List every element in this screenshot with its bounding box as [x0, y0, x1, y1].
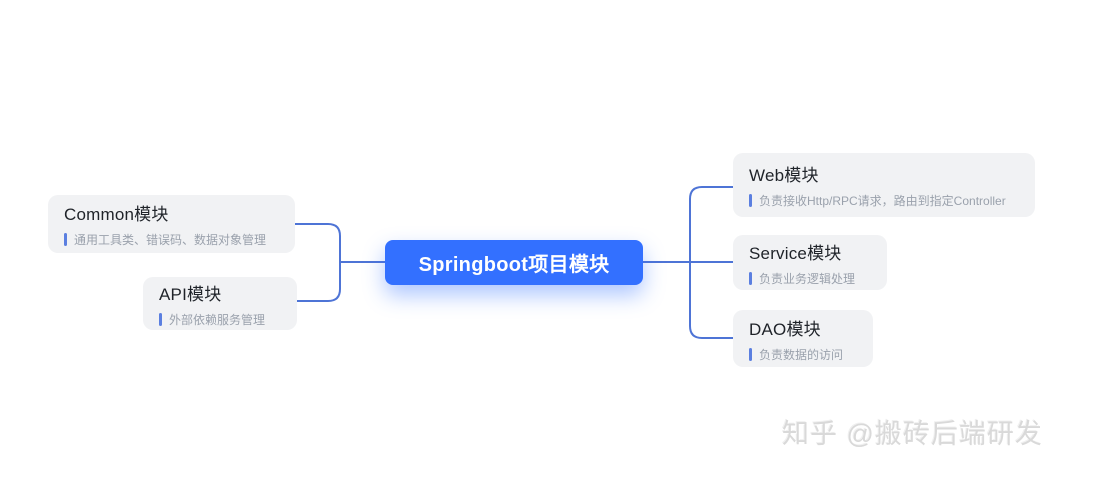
node-dao[interactable]: DAO模块 负责数据的访问: [733, 310, 873, 367]
connector-left-branch: [294, 223, 341, 302]
node-root-label: Springboot项目模块: [418, 254, 610, 276]
node-common[interactable]: Common模块 通用工具类、错误码、数据对象管理: [48, 195, 295, 253]
node-root[interactable]: Springboot项目模块: [385, 240, 643, 285]
node-common-title: Common模块: [64, 205, 169, 224]
node-web[interactable]: Web模块 负责接收Http/RPC请求，路由到指定Controller: [733, 153, 1035, 217]
node-api-desc: 外部依赖服务管理: [169, 312, 266, 327]
desc-accent-bar: [749, 271, 752, 285]
node-service-desc-row: 负责业务逻辑处理: [749, 270, 871, 287]
node-api[interactable]: API模块 外部依赖服务管理: [143, 277, 297, 330]
node-common-desc: 通用工具类、错误码、数据对象管理: [74, 233, 267, 247]
node-dao-desc-row: 负责数据的访问: [749, 346, 857, 363]
node-service-desc: 负责业务逻辑处理: [759, 271, 856, 286]
desc-accent-bar: [749, 194, 752, 207]
desc-accent-bar: [159, 312, 162, 326]
desc-accent-bar: [749, 347, 752, 361]
node-api-desc-row: 外部依赖服务管理: [159, 311, 281, 328]
node-dao-title: DAO模块: [749, 319, 821, 339]
connector-right-branch: [689, 186, 734, 339]
zhihu-watermark: 知乎 @搬砖后端研发: [782, 419, 1043, 449]
node-web-title: Web模块: [749, 166, 819, 185]
node-service[interactable]: Service模块 负责业务逻辑处理: [733, 235, 887, 290]
desc-accent-bar: [64, 233, 67, 246]
node-web-desc-row: 负责接收Http/RPC请求，路由到指定Controller: [749, 192, 1019, 209]
node-common-desc-row: 通用工具类、错误码、数据对象管理: [64, 231, 279, 248]
node-api-title: API模块: [159, 284, 222, 304]
node-dao-desc: 负责数据的访问: [759, 347, 844, 362]
node-web-desc: 负责接收Http/RPC请求，路由到指定Controller: [759, 194, 1006, 208]
node-service-title: Service模块: [749, 243, 842, 263]
